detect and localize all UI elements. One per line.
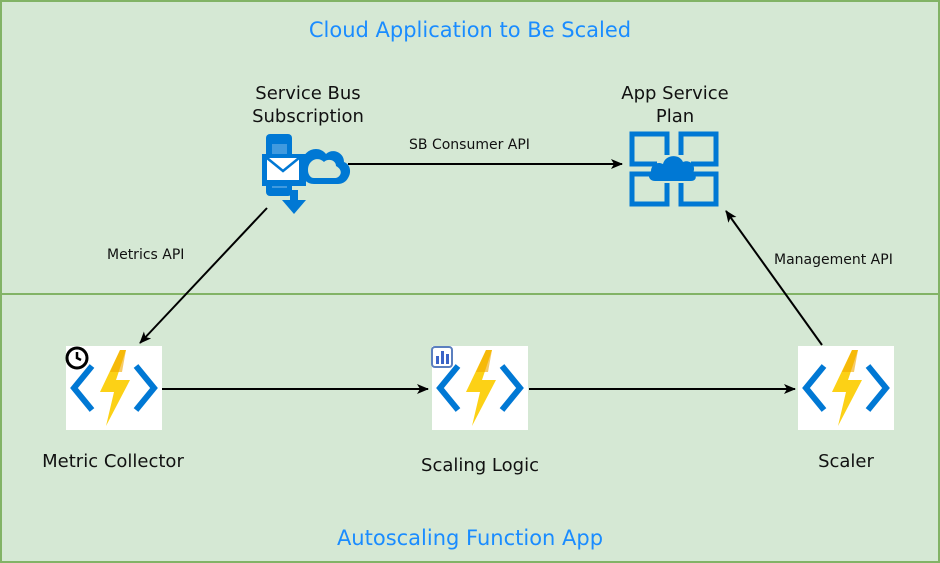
autoscaling-function-app-title: Autoscaling Function App [336, 526, 604, 550]
app-service-plan-icon [629, 131, 719, 207]
sb-consumer-api-label: SB Consumer API [409, 137, 530, 153]
scaler-label: Scaler [818, 451, 874, 472]
app-service-plan-label: App Service Plan [621, 83, 729, 127]
clock-icon [65, 346, 89, 370]
arrow-scaler-to-app-service [725, 210, 823, 346]
cloud-application-panel: Cloud Application to Be Scaled [0, 0, 940, 295]
scaling-logic-label: Scaling Logic [421, 455, 539, 476]
management-api-label: Management API [774, 252, 893, 268]
chart-icon [431, 346, 453, 368]
metric-collector-label: Metric Collector [42, 451, 184, 472]
service-bus-label: Service Bus Subscription [252, 83, 364, 127]
scaler-function-icon [798, 346, 894, 430]
metrics-api-label: Metrics API [107, 247, 185, 263]
scaling-logic-function-icon [432, 346, 528, 430]
arrow-sb-to-metric-collector [139, 207, 268, 344]
service-bus-icon [262, 134, 351, 214]
cloud-application-title: Cloud Application to Be Scaled [308, 18, 632, 42]
